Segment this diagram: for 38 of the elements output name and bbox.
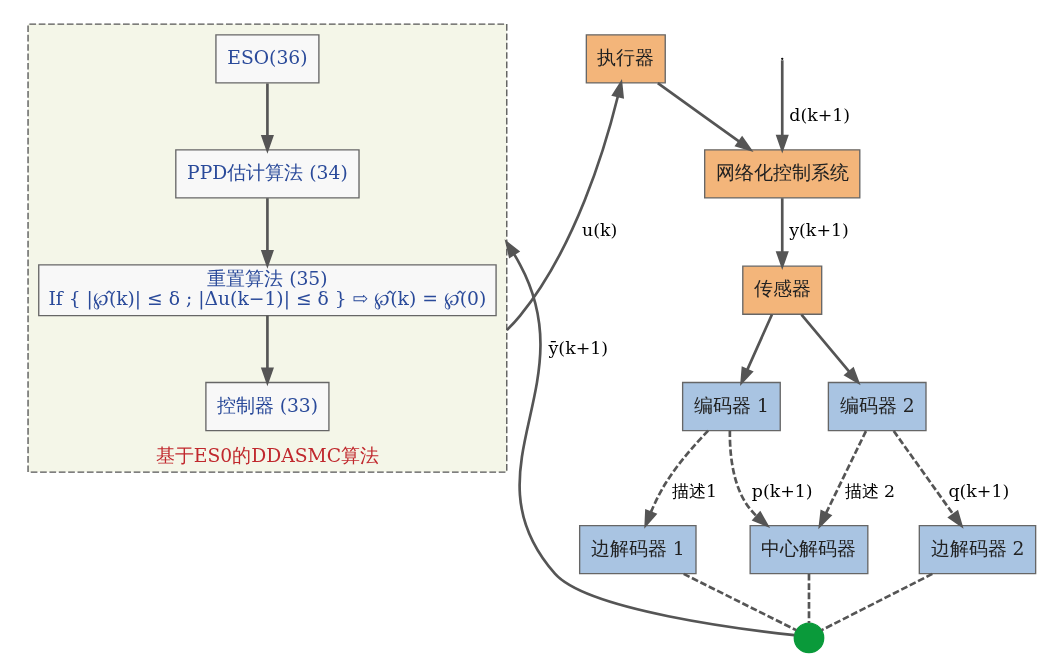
arrow xyxy=(728,430,771,528)
edge-label: y(k+1) xyxy=(789,219,849,240)
edge-label: q(k+1) xyxy=(948,480,1010,501)
arrow xyxy=(260,315,274,387)
node-box: 中心解码器 xyxy=(749,524,869,575)
node-box: 执行器 xyxy=(585,34,666,84)
edge-label: p(k+1) xyxy=(751,480,813,501)
node-box: 控制器 (33) xyxy=(205,381,330,432)
arrow xyxy=(644,429,710,529)
arrow xyxy=(775,60,789,154)
node-box: 传感器 xyxy=(742,265,823,315)
arrow xyxy=(892,430,964,529)
edge-label: 描述 2 xyxy=(844,480,896,501)
node-box: 网络化控制系统 xyxy=(704,149,861,199)
node-box: 重置算法 (35) If { |℘̂(k)| ≤ δ ; |Δu(k−1)| ≤ δ } ⇨ ℘̂(k) = ℘̂(0) xyxy=(38,264,497,317)
node-box: 边解码器 2 xyxy=(918,524,1037,575)
connector xyxy=(821,572,933,632)
arrow xyxy=(657,82,754,152)
node-box: ESO(36) xyxy=(215,34,320,84)
arrow xyxy=(505,79,625,332)
node-box: 边解码器 1 xyxy=(579,524,697,575)
edge-label: d(k+1) xyxy=(789,104,851,125)
arrow xyxy=(504,239,795,637)
arrow xyxy=(775,198,789,270)
node-box: PPD估计算法 (34) xyxy=(175,149,360,199)
node-box: 编码器 2 xyxy=(827,381,927,432)
node-circle xyxy=(793,622,825,654)
node-box: 编码器 1 xyxy=(681,381,781,432)
edge-label: ȳ(k+1) xyxy=(548,337,609,358)
arrow xyxy=(260,198,274,269)
arrow xyxy=(260,83,274,154)
arrow xyxy=(740,314,774,386)
edge-label: 描述1 xyxy=(672,480,718,501)
connector xyxy=(807,573,811,623)
arrow xyxy=(800,313,861,386)
arrow xyxy=(818,430,868,530)
connector xyxy=(683,572,797,632)
edge-label: u(k) xyxy=(582,219,618,240)
